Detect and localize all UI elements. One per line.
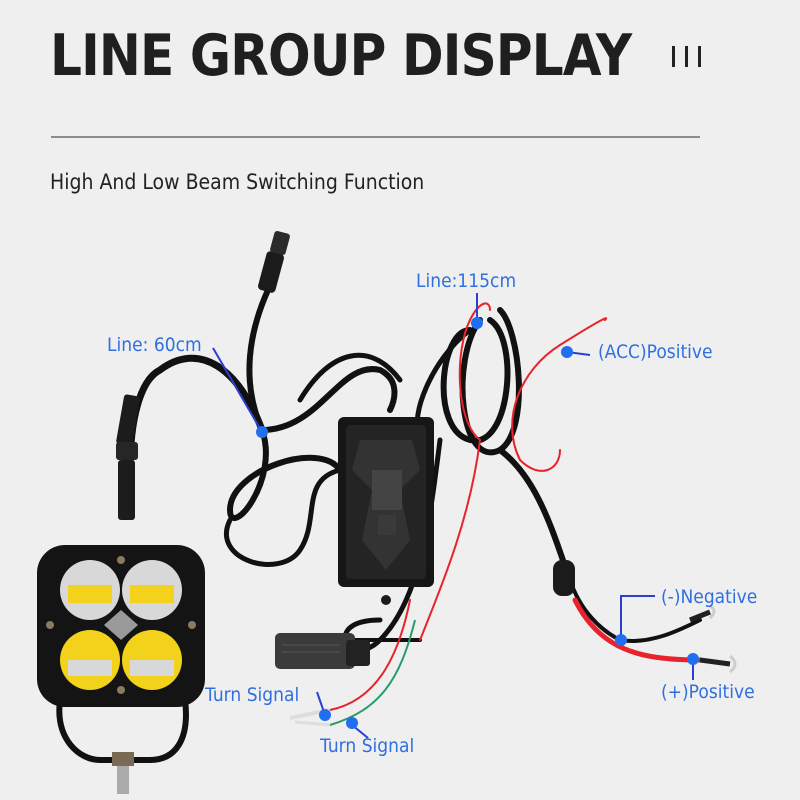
annotation-turn-signal-1: Turn Signal [205,684,300,706]
fuse-holder [553,560,575,596]
controller-box [338,417,434,605]
annotation-positive: (+)Positive [661,681,755,703]
annotation-negative: (-)Negative [661,586,758,608]
led-work-light [37,545,205,794]
bar [672,46,675,67]
title-divider [51,136,700,138]
light-connector [116,394,140,520]
top-connector [258,230,290,293]
callout-dots [256,317,699,729]
subtitle: High And Low Beam Switching Function [50,170,425,194]
beam-switch [275,633,370,669]
annotation-acc-positive: (ACC)Positive [598,341,713,363]
red-wires [329,302,703,711]
page-title: LINE GROUP DISPLAY [50,23,632,89]
callout-lines [212,293,694,739]
annotation-line-60cm: Line: 60cm [107,334,202,356]
annotation-turn-signal-2: Turn Signal [320,735,415,757]
annotation-line-115cm: Line:115cm [416,270,517,292]
decorative-bars [672,46,701,67]
bar [698,46,701,67]
bar [685,46,688,67]
green-wire [329,619,416,726]
